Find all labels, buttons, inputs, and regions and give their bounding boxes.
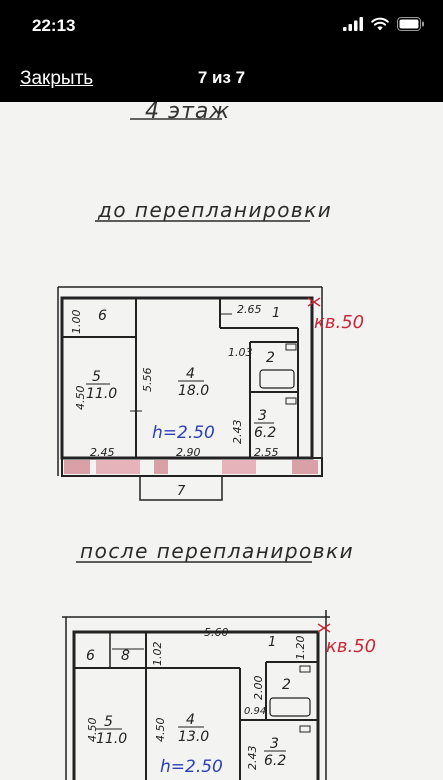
after-dim-4: 2.00 xyxy=(252,676,265,701)
after-apartment-label: кв.50 xyxy=(326,636,376,657)
before-room-2-number: 2 xyxy=(266,350,275,366)
before-dim-3: 5.56 xyxy=(141,368,154,393)
after-dim-3: 1.20 xyxy=(294,636,307,661)
before-room-6-number: 6 xyxy=(98,308,107,324)
before-dim-1: 1.00 xyxy=(70,310,83,335)
before-dim-8: 2.90 xyxy=(176,446,201,459)
before-height-label: h=2.50 xyxy=(152,423,215,443)
before-dim-9: 2.55 xyxy=(254,446,279,459)
after-room-5-number: 5 xyxy=(104,714,113,730)
before-room-4-number: 4 xyxy=(186,366,195,382)
after-room-1-number: 1 xyxy=(268,635,276,650)
after-dim-5: 0.94 xyxy=(244,706,266,717)
after-title: после перепланировки xyxy=(80,539,354,563)
close-button[interactable]: Закрыть xyxy=(20,68,94,89)
before-room-4-area: 18.0 xyxy=(178,383,209,399)
after-dim-2: 1.02 xyxy=(151,642,164,667)
after-dim-1: 5.60 xyxy=(204,626,229,639)
before-room-3-number: 3 xyxy=(258,408,267,424)
before-room-3-area: 6.2 xyxy=(254,425,276,441)
after-room-3-number: 3 xyxy=(270,736,279,752)
after-room-2-number: 2 xyxy=(282,677,291,693)
before-balcony-label: 7 xyxy=(177,484,186,499)
wifi-icon xyxy=(371,17,389,31)
floor-plan-photo[interactable]: 4 этаж до перепланировки xyxy=(0,102,443,780)
status-time: 22:13 xyxy=(32,16,76,35)
before-dim-5: 1.03 xyxy=(228,346,253,359)
before-room-1-number: 1 xyxy=(272,306,280,321)
battery-icon xyxy=(397,17,424,31)
floor-plan-drawing: 4 этаж до перепланировки xyxy=(57,102,376,780)
before-dim-2: 4.50 xyxy=(74,386,87,411)
cellular-signal-icon xyxy=(343,17,363,31)
after-plan xyxy=(62,610,330,780)
before-dim-7: 2.45 xyxy=(90,446,115,459)
after-dim-6: 4.50 xyxy=(86,718,99,743)
after-room-6-number: 6 xyxy=(86,648,95,664)
floor-caption: 4 этаж xyxy=(145,102,230,124)
after-room-4-number: 4 xyxy=(186,712,195,728)
after-dim-8: 2.43 xyxy=(246,746,259,771)
before-plan xyxy=(57,286,323,501)
after-room-3-area: 6.2 xyxy=(264,753,286,769)
after-dim-7: 4.50 xyxy=(154,718,167,743)
after-room-4-area: 13.0 xyxy=(178,729,209,745)
before-room-5-number: 5 xyxy=(92,369,101,385)
before-room-5-area: 11.0 xyxy=(86,386,117,402)
before-apartment-label: кв.50 xyxy=(314,312,364,333)
before-dim-4: 2.65 xyxy=(237,303,262,316)
before-dim-6: 2.43 xyxy=(231,420,244,445)
viewer-nav-bar: Закрыть 7 из 7 xyxy=(0,56,443,102)
status-icons xyxy=(343,17,425,31)
after-room-8-number: 8 xyxy=(121,648,130,664)
after-height-label: h=2.50 xyxy=(160,757,223,777)
after-room-5-area: 11.0 xyxy=(96,731,127,747)
before-title: до перепланировки xyxy=(97,198,332,222)
status-bar: 22:13 xyxy=(0,0,443,56)
